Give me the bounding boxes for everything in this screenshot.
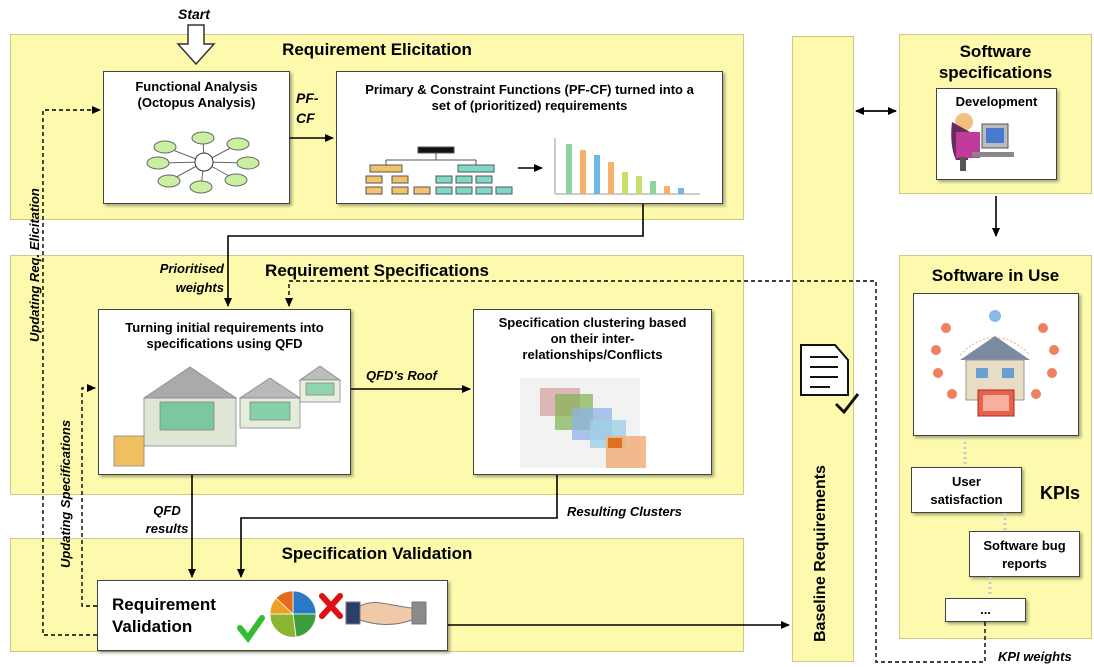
pf-cf-label: PF-CF <box>296 90 319 126</box>
priority-bars <box>554 138 700 195</box>
hierarchy-tree <box>365 146 513 195</box>
kpis-label: KPIs <box>1040 483 1081 503</box>
bug-reports-title: Software bug reports <box>983 538 1066 571</box>
clustering-title: Specification clustering based on their … <box>498 315 687 362</box>
ellipsis-title: ... <box>980 602 991 617</box>
kpi-links <box>963 437 1007 597</box>
requirement-elicitation-title: Requirement Elicitation <box>282 40 472 59</box>
qfd-house-illustrations <box>113 365 342 467</box>
pf-cf-title: Primary & Constraint Functions (PF-CF) t… <box>365 82 694 113</box>
resulting-clusters-arrow <box>237 475 558 578</box>
start-label: Start <box>178 6 210 22</box>
resulting-clusters-label: Resulting Clusters <box>567 504 682 519</box>
specification-validation-title: Specification Validation <box>281 544 473 563</box>
user-satisfaction-box: User satisfaction <box>911 467 1022 513</box>
requirement-validation-title: Requirement Validation <box>112 595 216 636</box>
reject-cross-icon <box>319 593 343 619</box>
qfd-roof-label: QFD's Roof <box>366 368 437 383</box>
updating-elicitation-loop <box>42 106 101 636</box>
requirement-specifications-title: Requirement Specifications <box>265 261 489 280</box>
software-in-use-title: Software in Use <box>931 266 1060 285</box>
prioritised-weights-arrow <box>224 204 644 307</box>
qfd-results-label: QFD results <box>145 503 189 536</box>
handshake-icon <box>345 601 427 625</box>
updating-specifications-loop <box>81 384 97 607</box>
ellipsis-box: ... <box>945 598 1026 622</box>
checklist-icon <box>800 344 860 415</box>
software-specifications-title: Software specifications <box>938 42 1053 82</box>
smart-home-illustration <box>931 310 1059 417</box>
approve-check-icon <box>237 615 265 644</box>
validation-pie-chart <box>269 590 317 638</box>
prioritised-weights-label: Prioritised weights <box>159 261 224 295</box>
start-arrow <box>176 24 216 66</box>
bug-reports-box: Software bug reports <box>969 531 1080 577</box>
cluster-matrix <box>520 378 646 468</box>
octopus-diagram <box>146 131 260 194</box>
kpi-weights-label: KPI weights <box>998 649 1072 664</box>
developer-illustration <box>951 113 1014 171</box>
functional-analysis-title: Functional Analysis (Octopus Analysis) <box>135 79 258 110</box>
qfd-title: Turning initial requirements into specif… <box>125 320 324 351</box>
kpi-feedback-loop <box>285 280 986 663</box>
user-satisfaction-title: User satisfaction <box>930 474 1003 507</box>
development-title: Development <box>955 94 1038 109</box>
